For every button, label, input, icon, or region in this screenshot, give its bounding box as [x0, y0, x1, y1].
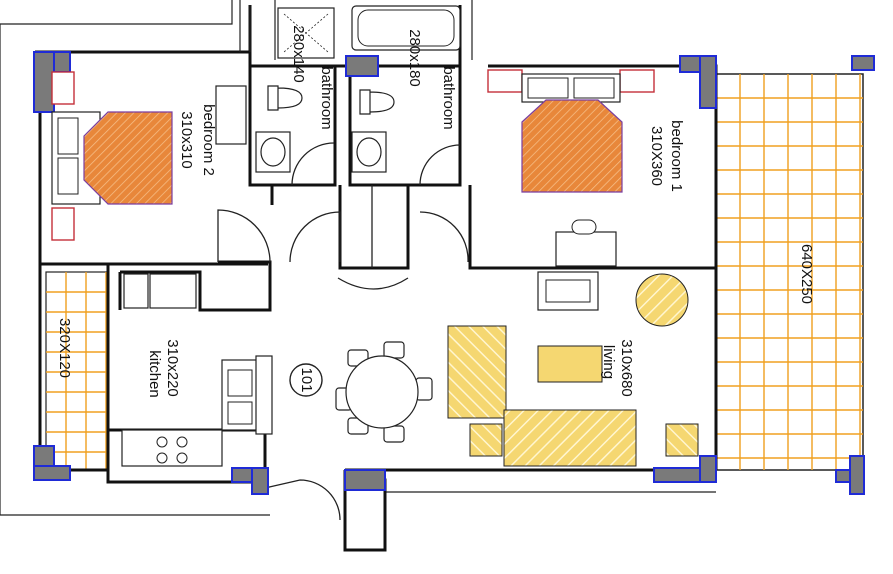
sink-icon	[260, 137, 286, 167]
bedroom1-name: bedroom 1	[668, 120, 685, 192]
door-swings	[217, 142, 469, 521]
terrace-right-size: 640X250	[798, 244, 815, 304]
living-furniture	[335, 271, 699, 467]
bedroom1-size: 310X360	[648, 126, 665, 186]
apartment-number: 101	[298, 367, 315, 392]
bathroom-b-fixtures	[351, 5, 461, 173]
kitchen-name: kitchen	[146, 350, 163, 398]
bedroom2-furniture	[51, 71, 247, 241]
toilet-icon	[359, 89, 395, 115]
coffee-table-icon	[537, 345, 603, 383]
sink-icon	[356, 137, 382, 167]
room-labels: 101 bedroom 2 310x310 280x140 bathroom 2…	[56, 25, 815, 398]
bathroom-b-size: 280x180	[406, 29, 423, 87]
armchair-icon	[635, 273, 689, 327]
toilet-icon	[267, 85, 303, 111]
bathroom-b-name: bathroom	[440, 66, 457, 129]
apartment-number-circle	[289, 363, 323, 397]
bathroom-a-name: bathroom	[318, 66, 335, 129]
bathroom-a-size: 280x140	[290, 25, 307, 83]
terrace-right-tiles	[716, 74, 863, 470]
structural-columns	[33, 51, 875, 495]
living-name: living	[600, 345, 617, 379]
dining-table-icon	[335, 341, 433, 443]
stove-icon	[156, 436, 188, 464]
terrace-right	[715, 73, 864, 471]
bedroom1-furniture	[487, 69, 655, 267]
terrace-left-size: 320X120	[56, 318, 73, 378]
sofa-icon	[503, 409, 637, 467]
sofa-icon	[447, 325, 507, 419]
kitchen-fixtures	[121, 273, 273, 467]
terrace-left	[45, 271, 109, 471]
living-size: 310x680	[618, 339, 635, 397]
bed-icon	[83, 111, 173, 205]
kitchen-size: 310x220	[164, 339, 181, 397]
bed-icon	[521, 99, 623, 193]
bedroom2-name: bedroom 2	[200, 104, 217, 176]
bathroom-a-fixtures	[255, 7, 335, 173]
site-boundary	[0, 0, 233, 515]
bedroom2-size: 310x310	[178, 111, 195, 169]
terrace-left-tiles	[46, 272, 108, 470]
